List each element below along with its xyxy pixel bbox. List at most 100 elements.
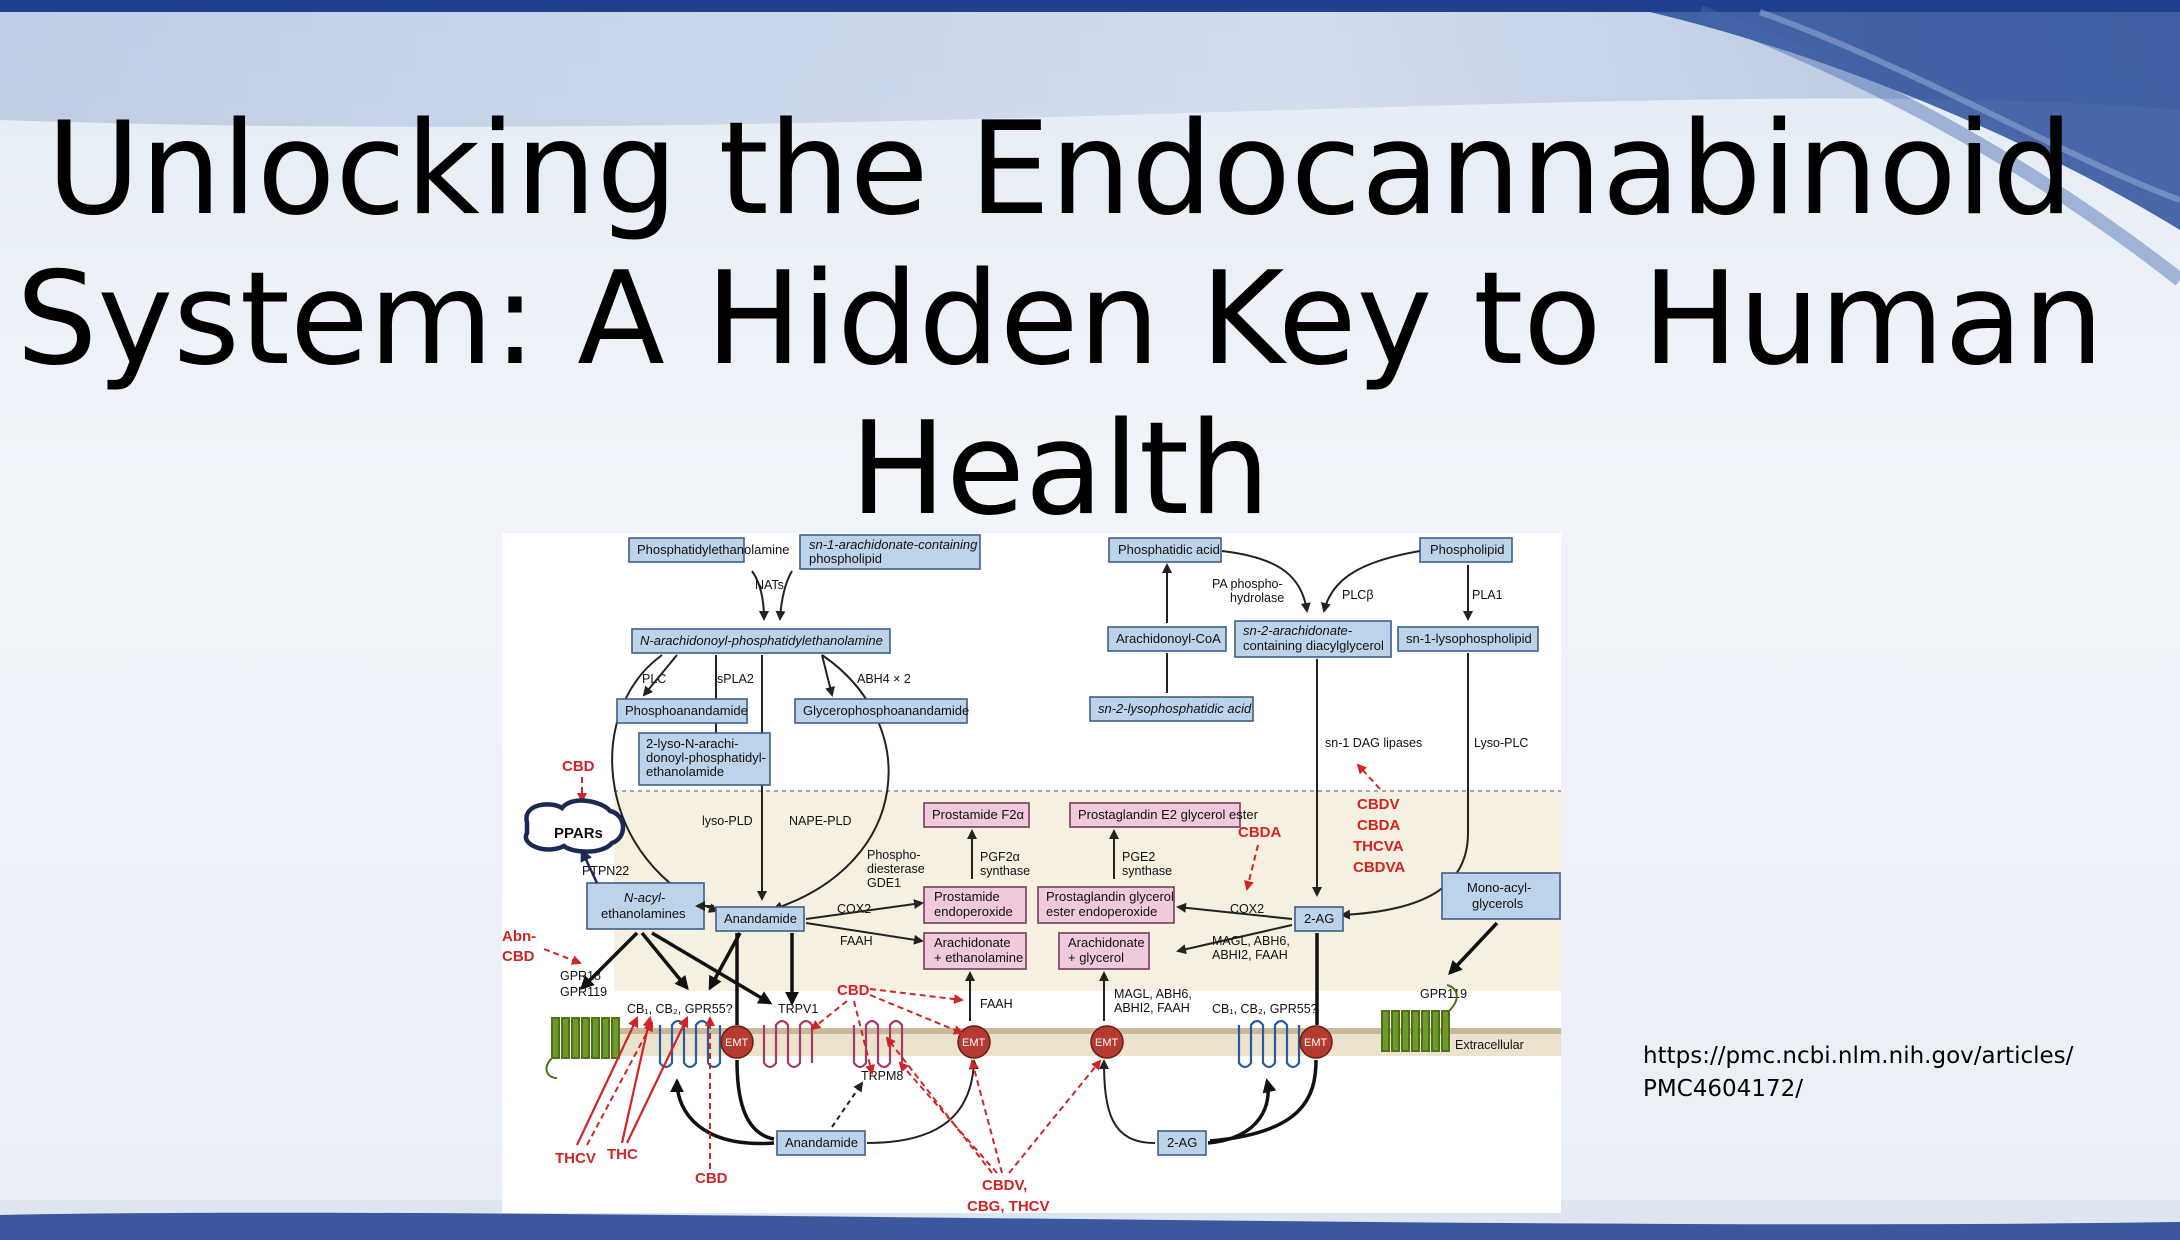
box-phosphoanandamide [616, 698, 748, 724]
emt-transporter-2: EMT [957, 1025, 991, 1059]
label-glycerophosphoanandamide: Glycerophosphoanandamide [803, 703, 969, 718]
title-line-3: Health [849, 395, 1271, 544]
cannabinoid-thcv: THCV [555, 1150, 596, 1167]
label-arachidonoyl-coa: Arachidonoyl-CoA [1116, 631, 1221, 646]
box-arachidonate-glycerol [1058, 932, 1150, 970]
label-n-acyl-2: ethanolamines [601, 906, 686, 921]
cannabinoid-abn-cbd-1: Abn- [502, 928, 536, 945]
enzyme-magl-lower-2: ABHI2, FAAH [1114, 1001, 1190, 1015]
enzyme-faah-upper: FAAH [840, 934, 873, 948]
box-lysophospholipid [1397, 626, 1539, 652]
enzyme-trpm8: TRPM8 [861, 1069, 903, 1083]
label-mono-acyl-2: glycerols [1472, 896, 1524, 911]
citation-line-2: PMC4604172/ [1643, 1076, 1803, 1102]
label-sn1-arachidonate-2: phospholipid [809, 551, 882, 566]
enzyme-receptors-left: CB₁, CB₂, GPR55? [627, 1002, 733, 1016]
enzyme-pge2-1: PGE2 [1122, 850, 1155, 864]
label-sn1-arachidonate-1: sn-1-arachidonate-containing [809, 537, 978, 552]
box-phosphatidylethanolamine [628, 537, 745, 563]
label-arach-ethanolamine-2: + ethanolamine [934, 950, 1023, 965]
box-arachidonate-ethanolamine [923, 932, 1027, 970]
svg-text:EMT: EMT [725, 1037, 749, 1049]
svg-text:EMT: EMT [1095, 1037, 1119, 1049]
label-phosphatidic-acid: Phosphatidic acid [1118, 542, 1220, 557]
label-prostamide-endo-2: endoperoxide [934, 904, 1013, 919]
enzyme-pa-phospho-2: hydrolase [1230, 591, 1284, 605]
label-2-lyso-3: ethanolamide [646, 764, 724, 779]
enzyme-pgf2a-1: PGF2α [980, 850, 1020, 864]
label-prostamide-f2a: Prostamide F2α [932, 807, 1025, 822]
box-lysophosphatidic-acid [1089, 696, 1254, 722]
cannabinoid-cbdva: CBDVA [1353, 859, 1405, 876]
label-2-lyso-2: donoyl-phosphatidyl- [646, 750, 766, 765]
trpv1-channel [762, 1019, 814, 1069]
enzyme-spla2: sPLA2 [717, 672, 754, 686]
cannabinoid-abn-cbd-2: CBD [502, 948, 535, 965]
svg-text:EMT: EMT [962, 1037, 986, 1049]
label-arach-ethanolamine-1: Arachidonate [934, 935, 1011, 950]
cb-receptor-right [1237, 1019, 1301, 1069]
label-arach-glycerol-1: Arachidonate [1068, 935, 1145, 950]
enzyme-pge2-2: synthase [1122, 864, 1172, 878]
enzyme-faah-lower: FAAH [980, 997, 1013, 1011]
source-citation: https://pmc.ncbi.nlm.nih.gov/articles/ P… [1643, 1040, 2083, 1106]
label-n-acyl-1: N-acyl- [624, 890, 666, 905]
label-dag-1: sn-2-arachidonate- [1243, 623, 1353, 638]
label-dag-2: containing diacylglycerol [1243, 638, 1384, 653]
cannabinoid-cbda: CBDA [1238, 824, 1281, 841]
enzyme-cox2-left: COX2 [837, 902, 871, 916]
label-pg-glycerol-endo-1: Prostaglandin glycerol [1046, 889, 1174, 904]
label-phosphoanandamide: Phosphoanandamide [625, 703, 748, 718]
trpm8-channel [852, 1019, 904, 1069]
label-prostamide-endo-1: Prostamide [934, 889, 1000, 904]
cannabinoid-cbd-mid: CBD [837, 982, 870, 999]
box-phospholipid [1419, 537, 1513, 563]
box-mono-acyl-glycerols [1441, 872, 1561, 920]
box-glycerophosphoanandamide [794, 698, 968, 724]
citation-line-1: https://pmc.ncbi.nlm.nih.gov/articles/ [1643, 1043, 2074, 1069]
enzyme-abh4: ABH4 × 2 [857, 672, 911, 686]
pathway-svg: Extracellular Phosphatidylethanolamine s… [502, 534, 1561, 1213]
box-anandamide-bottom [776, 1130, 866, 1156]
enzyme-magl-upper-1: MAGL, ABH6, [1212, 934, 1290, 948]
cannabinoid-cbd-top: CBD [562, 758, 595, 775]
enzyme-pla1: PLA1 [1472, 588, 1503, 602]
box-pge2-glycerol-ester [1069, 802, 1241, 828]
enzyme-lyso-pld: lyso-PLD [702, 814, 753, 828]
emt-transporter-4: EMT [1299, 1025, 1333, 1059]
ppars-shape [523, 798, 626, 854]
enzyme-pa-phospho-1: PA phospho- [1212, 577, 1283, 591]
cannabinoid-thcva: THCVA [1353, 838, 1404, 855]
enzyme-dag-lipases: sn-1 DAG lipases [1325, 736, 1422, 750]
box-n-arachidonoyl-pe [631, 628, 891, 654]
box-2-ag-bottom [1157, 1130, 1207, 1156]
enzyme-nats: NATs [755, 578, 784, 592]
cannabinoid-cbdv: CBDV [1357, 796, 1400, 813]
label-n-arachidonoyl-pe: N-arachidonoyl-phosphatidylethanolamine [640, 633, 883, 648]
box-prostamide-endoperoxide [923, 886, 1027, 924]
svg-text:EMT: EMT [1304, 1037, 1328, 1049]
extracellular-label: Extracellular [1455, 1038, 1524, 1052]
enzyme-gpr119-right: GPR119 [1420, 987, 1467, 1001]
label-lysophosphatidic-acid: sn-2-lysophosphatidic acid [1098, 701, 1252, 716]
emt-transporter-1: EMT [720, 1025, 754, 1059]
box-diacylglycerol [1234, 620, 1392, 658]
enzyme-phosphodiesterase-1: Phospho- [867, 848, 921, 862]
box-phosphatidic-acid [1108, 537, 1222, 563]
slide-title: Unlocking the Endocannabinoid System: A … [0, 95, 2120, 545]
title-line-2: System: A Hidden Key to Human [16, 245, 2104, 394]
box-2-ag [1294, 906, 1344, 932]
label-lysophospholipid: sn-1-lysophospholipid [1406, 631, 1532, 646]
enzyme-magl-upper-2: ABHI2, FAAH [1212, 948, 1288, 962]
enzyme-receptors-right: CB₁, CB₂, GPR55? [1212, 1002, 1318, 1016]
enzyme-lyso-plc: Lyso-PLC [1474, 736, 1528, 750]
cannabinoid-cbd-bottom: CBD [695, 1170, 728, 1187]
label-2-ag-bottom: 2-AG [1167, 1135, 1197, 1150]
enzyme-gpr119-left: GPR119 [560, 985, 607, 999]
cell-membrane [614, 1028, 1561, 1034]
label-anandamide-bottom: Anandamide [785, 1135, 858, 1150]
label-phosphatidylethanolamine: Phosphatidylethanolamine [637, 542, 790, 557]
label-ppars: PPARs [554, 825, 603, 842]
box-sn1-arachidonate [799, 534, 981, 570]
label-pg-glycerol-endo-2: ester endoperoxide [1046, 904, 1157, 919]
